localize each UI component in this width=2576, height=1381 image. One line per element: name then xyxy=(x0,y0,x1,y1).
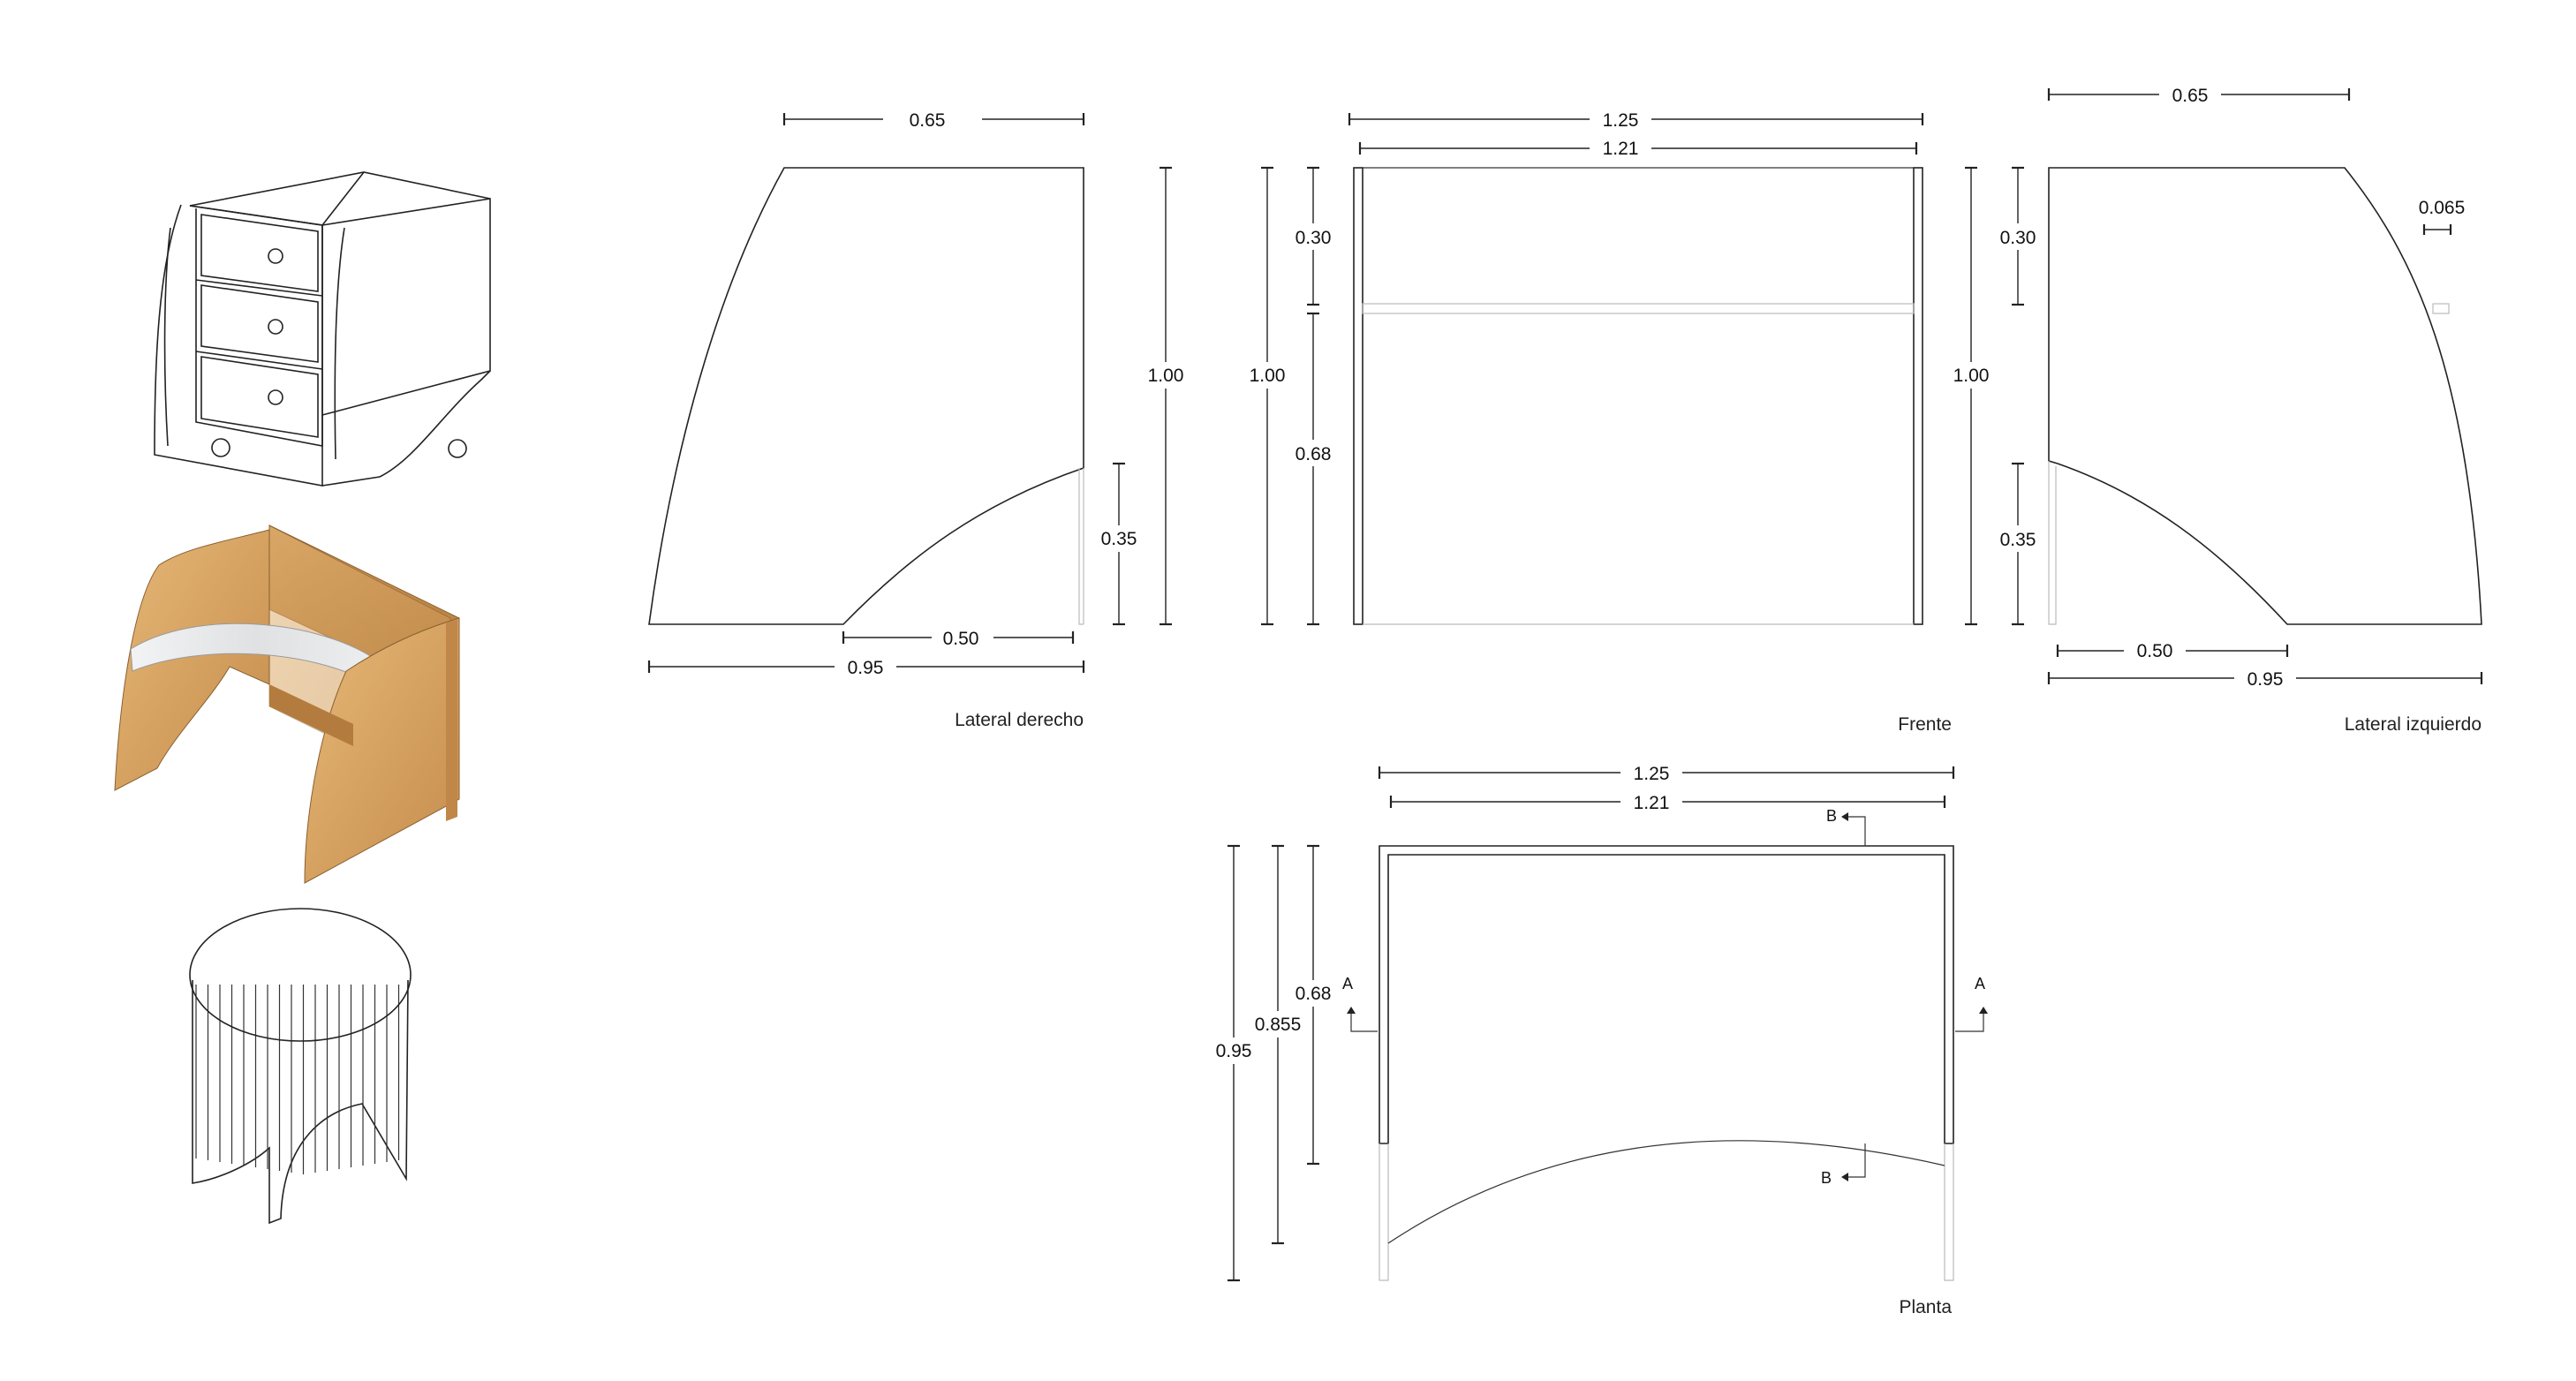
round-fluted-stool-render xyxy=(189,908,412,1225)
front-total-height-label: 1.00 xyxy=(1250,366,1286,386)
caption-plan: Planta xyxy=(1899,1297,1952,1317)
caption-right-side: Lateral derecho xyxy=(955,710,1084,730)
section-mark-b-top: B xyxy=(1826,807,1866,846)
left-arc-span-label: 0.50 xyxy=(2137,641,2173,661)
svg-text:B: B xyxy=(1826,807,1837,825)
left-leg-height-label: 0.35 xyxy=(2000,530,2036,550)
front-outer-width-label: 1.25 xyxy=(1603,110,1639,131)
left-top-gap-label: 0.30 xyxy=(2000,228,2036,248)
section-mark-a-right: A xyxy=(1955,975,1988,1032)
svg-text:A: A xyxy=(1975,975,1985,992)
left-total-width-label: 0.95 xyxy=(2247,669,2284,690)
right-height-label: 1.00 xyxy=(1148,366,1184,386)
front-lower-height-label: 0.68 xyxy=(1296,444,1332,464)
caption-left-side: Lateral izquierdo xyxy=(2345,714,2482,735)
wood-desk-render xyxy=(114,524,460,884)
section-mark-b-bottom: B xyxy=(1821,1143,1866,1187)
plan-depth-side-label: 0.68 xyxy=(1296,984,1332,1004)
left-top-width-label: 0.65 xyxy=(2172,86,2209,106)
drawer-cabinet-render xyxy=(154,171,491,487)
svg-text:B: B xyxy=(1821,1169,1832,1187)
left-shelf-projection-label: 0.065 xyxy=(2419,198,2466,218)
front-top-gap-label: 0.30 xyxy=(1296,228,1332,248)
right-arc-span-label: 0.50 xyxy=(943,629,979,649)
svg-text:A: A xyxy=(1342,975,1353,992)
front-right-height-label: 1.00 xyxy=(1953,366,1990,386)
view-left-side: 0.65 0.065 0.30 0.35 0.50 0.95 Lateral i… xyxy=(1991,81,2483,735)
right-top-width-label: 0.65 xyxy=(910,110,946,131)
right-leg-height-label: 0.35 xyxy=(1101,529,1137,549)
right-total-width-label: 0.95 xyxy=(848,658,884,678)
view-right-side: 0.65 1.00 0.35 0.50 0.95 Lateral derecho xyxy=(647,106,1192,730)
section-mark-a-left: A xyxy=(1342,975,1378,1032)
front-inner-width-label: 1.21 xyxy=(1603,139,1639,159)
view-plan: 1.25 1.21 0.95 0.855 0.68 B B xyxy=(1207,759,1988,1317)
caption-front: Frente xyxy=(1898,714,1952,735)
plan-outer-width-label: 1.25 xyxy=(1634,764,1670,784)
plan-inner-width-label: 1.21 xyxy=(1634,793,1670,813)
plan-depth-total-label: 0.95 xyxy=(1216,1041,1252,1061)
view-front: 1.25 1.21 1.00 0.30 0.68 1.00 Frente xyxy=(1241,106,1998,735)
plan-depth-mid-label: 0.855 xyxy=(1255,1015,1302,1035)
